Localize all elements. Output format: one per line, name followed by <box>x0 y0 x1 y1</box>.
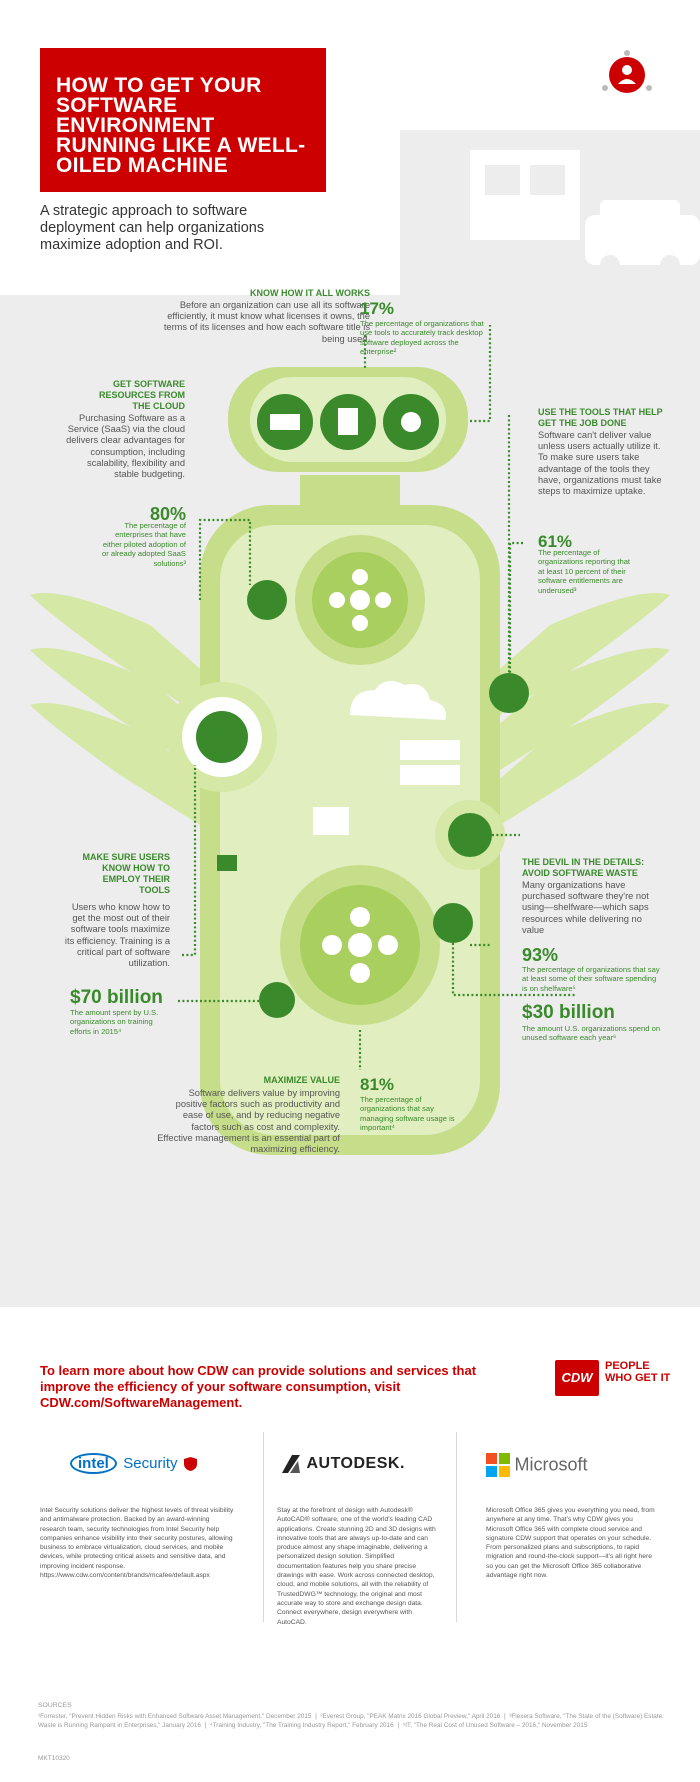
intel-security-logo: intel Security <box>70 1453 210 1481</box>
users-stat: $70 billion <box>70 987 163 1008</box>
cta-text: To learn more about how CDW can provide … <box>40 1363 477 1410</box>
sources-heading: SOURCES <box>38 1702 72 1709</box>
know-body: Before an organization can use all its s… <box>163 300 370 344</box>
users-heading: MAKE SURE USERS KNOW HOW TO EMPLOY THEIR… <box>82 852 170 895</box>
value-stat-text: The percentage of organizations that say… <box>360 1095 455 1133</box>
shield-icon <box>183 1456 197 1471</box>
header: HOW TO GET YOUR SOFTWARE ENVIRONMENT RUN… <box>0 0 700 295</box>
machine-illustration <box>30 325 670 1155</box>
value-heading: MAXIMIZE VALUE <box>263 1075 340 1085</box>
title-box: HOW TO GET YOUR SOFTWARE ENVIRONMENT RUN… <box>40 48 326 192</box>
tools-stat: 61% <box>538 532 573 551</box>
windows-logo-icon <box>486 1453 510 1477</box>
divider <box>263 1432 264 1622</box>
tools-body: Software can't deliver value unless user… <box>538 430 662 497</box>
microsoft-text: Microsoft Office 365 gives you everythin… <box>486 1507 655 1580</box>
job-number: MKT10320 <box>38 1755 70 1762</box>
intel-text: Intel Security solutions deliver the hig… <box>40 1507 234 1580</box>
page-subtitle: A strategic approach to software deploym… <box>40 203 265 253</box>
cdw-logo-mark: CDW <box>555 1360 599 1396</box>
users-body: Users who know how to get the most out o… <box>64 902 170 969</box>
waste-stat1-text: The percentage of organizations that say… <box>522 965 660 993</box>
tools-heading: USE THE TOOLS THAT HELP GET THE JOB DONE <box>538 407 663 428</box>
know-stat: 17% <box>360 299 395 318</box>
microsoft-wordmark: Microsoft <box>514 1454 588 1475</box>
users-stat-text: The amount spent by U.S. organizations o… <box>70 1008 159 1036</box>
main-infographic: KNOW HOW IT ALL WORKS Before an organiza… <box>0 288 700 1307</box>
value-stat: 81% <box>360 1075 395 1094</box>
know-heading: KNOW HOW IT ALL WORKS <box>250 288 370 298</box>
waste-body: Many organizations have purchased softwa… <box>522 880 649 935</box>
microsoft-logo: Microsoft <box>486 1453 636 1481</box>
intel-logo-mark: intel <box>70 1453 117 1474</box>
cdw-logo: CDW PEOPLE WHO GET IT <box>555 1358 671 1408</box>
header-illustration <box>400 130 700 295</box>
cdw-tagline: PEOPLE WHO GET IT <box>605 1360 671 1384</box>
waste-stat2-text: The amount U.S. organizations spend on u… <box>522 1024 661 1043</box>
person-network-icon <box>602 50 652 93</box>
autodesk-text: Stay at the forefront of design with Aut… <box>277 1507 436 1626</box>
divider <box>456 1432 457 1622</box>
autodesk-icon <box>282 1455 300 1473</box>
sources-text: ¹Forrester, "Prevent Hidden Risks with E… <box>38 1713 664 1729</box>
tools-stat-text: The percentage of organizations reportin… <box>538 548 631 595</box>
waste-heading: THE DEVIL IN THE DETAILS: AVOID SOFTWARE… <box>522 857 645 878</box>
waste-stat1: 93% <box>522 945 559 965</box>
cloud-heading: GET SOFTWARE RESOURCES FROM THE CLOUD <box>98 379 185 411</box>
know-stat-text: The percentage of organizations that use… <box>360 319 484 357</box>
page-title: HOW TO GET YOUR SOFTWARE ENVIRONMENT RUN… <box>56 74 306 177</box>
autodesk-wordmark: AUTODESK. <box>306 1455 405 1472</box>
autodesk-logo: AUTODESK. <box>280 1453 430 1481</box>
cloud-body: Purchasing Software as a Service (SaaS) … <box>66 413 185 480</box>
intel-security-wordmark: Security <box>123 1455 178 1472</box>
cloud-stat: 80% <box>149 504 186 524</box>
waste-stat2: $30 billion <box>522 1002 615 1023</box>
cloud-stat-text: The percentage of enterprises that have … <box>101 521 186 568</box>
value-body: Software delivers value by improving pos… <box>157 1088 340 1155</box>
